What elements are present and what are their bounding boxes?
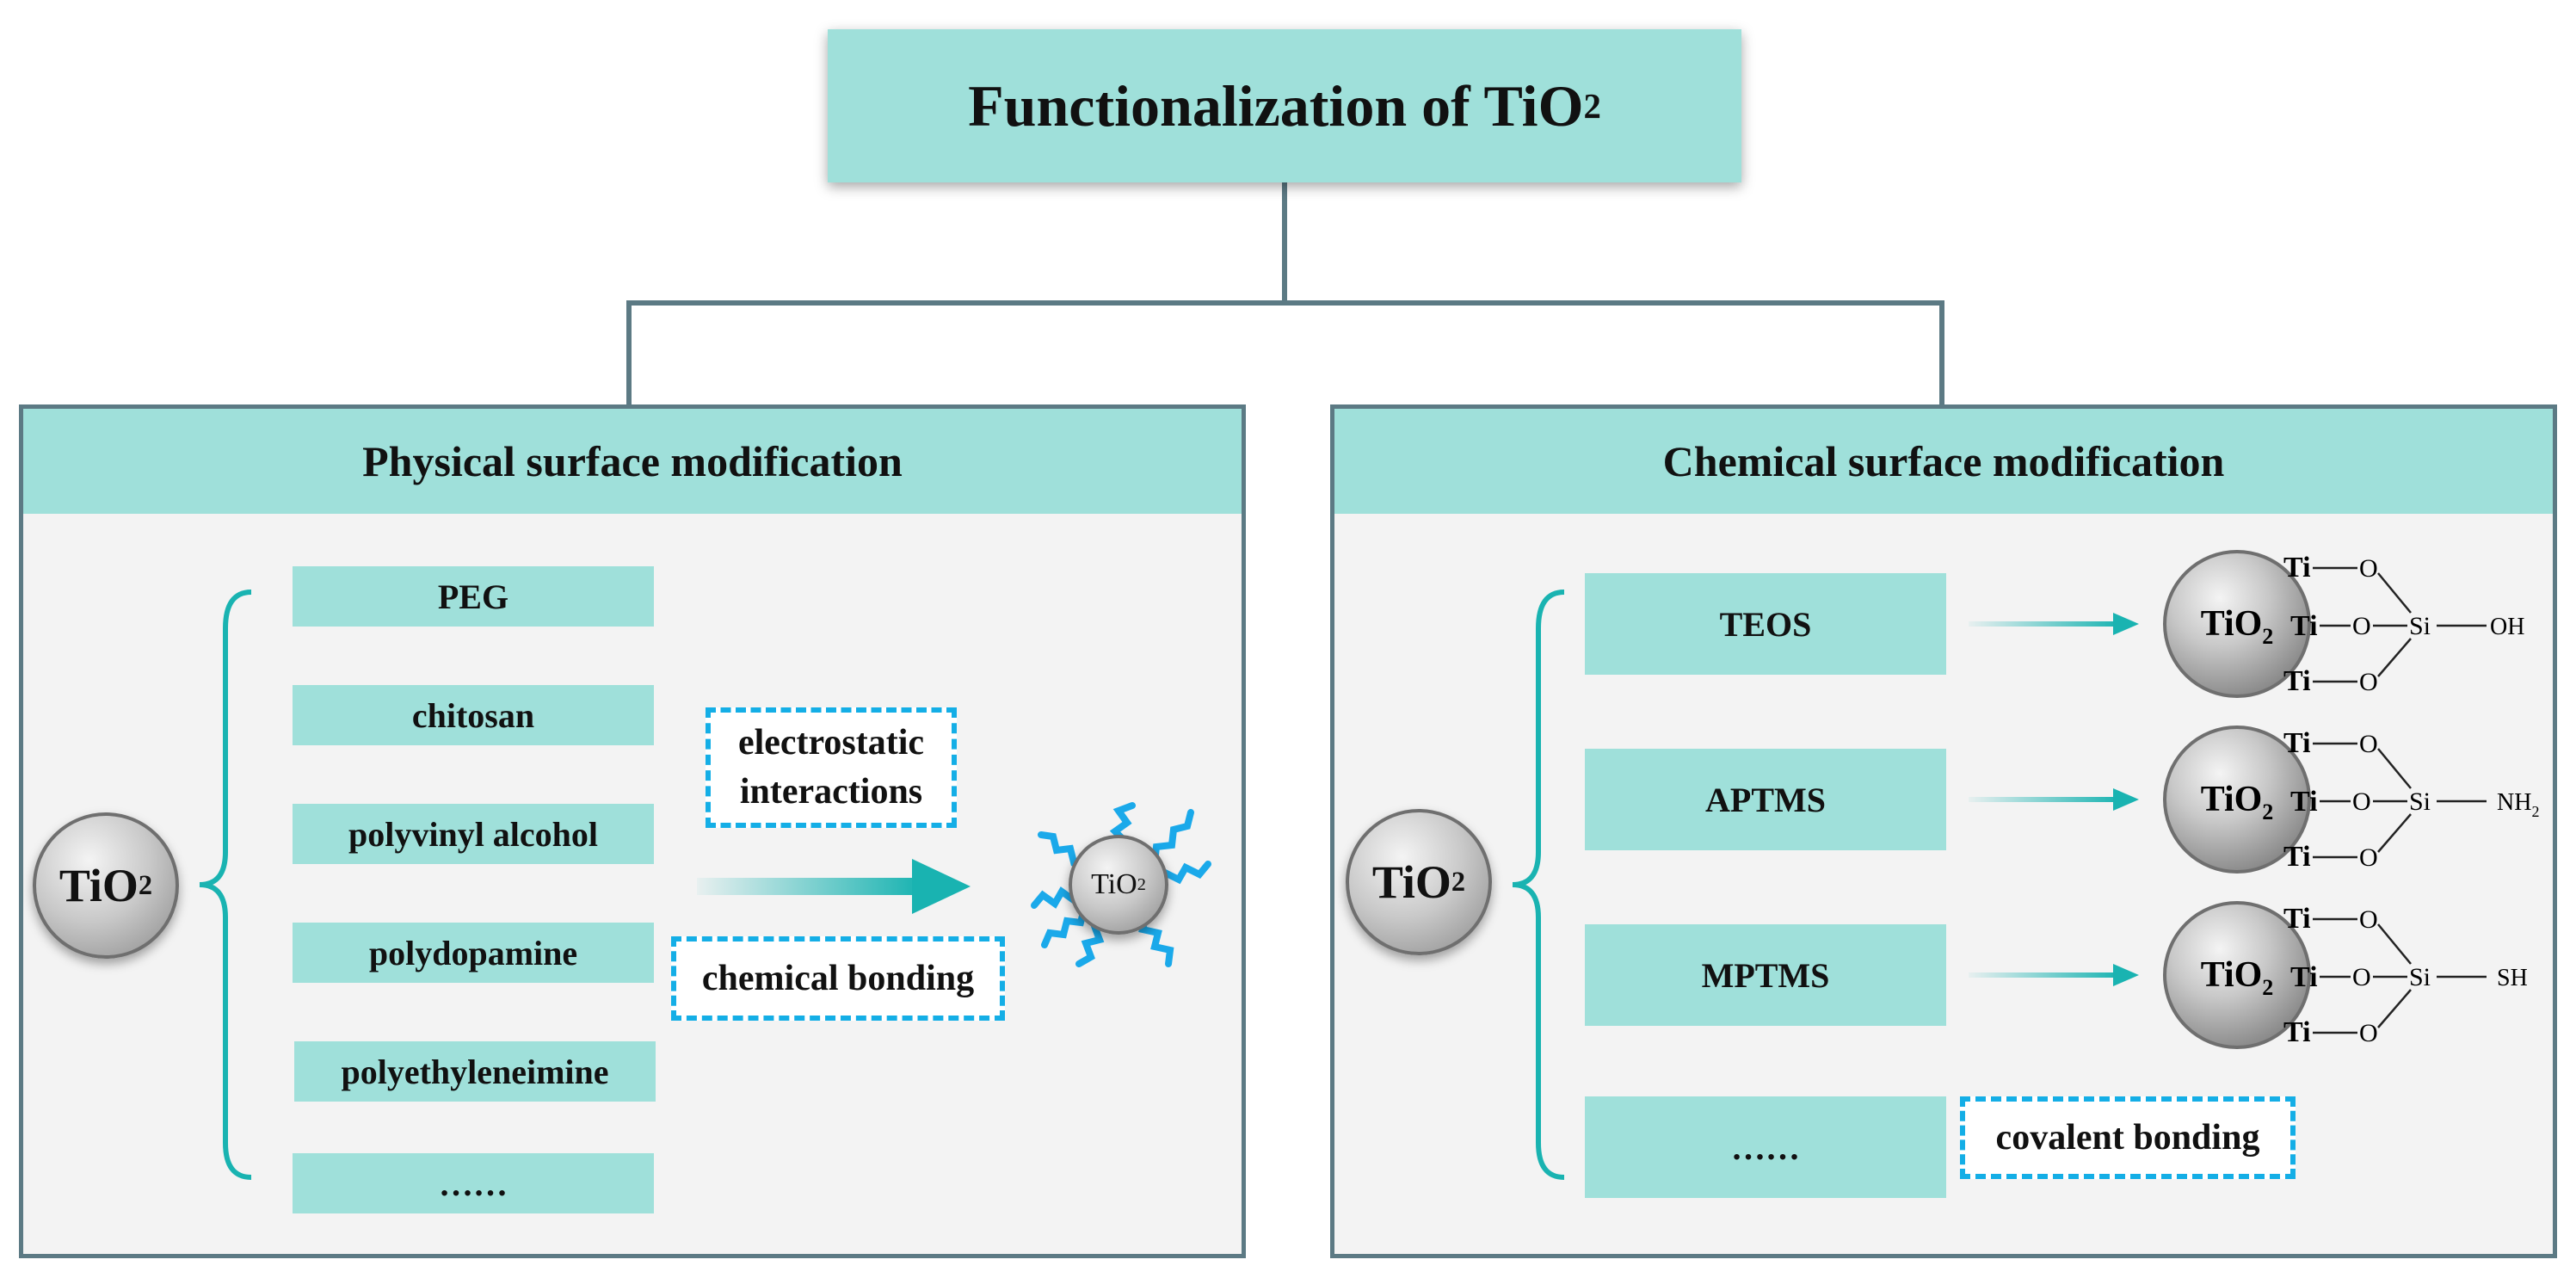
brace-chemical [1512,590,1565,1180]
chemical-bonding-label: chemical bonding [671,936,1005,1021]
covalent-bonding-label: covalent bonding [1960,1096,2296,1179]
svg-text:Ti: Ti [2283,727,2311,759]
svg-text:Ti: Ti [2283,665,2311,697]
physical-item-more: …… [293,1153,654,1213]
physical-item-polyethyleneimine: polyethyleneimine [294,1041,656,1102]
physical-item-pva: polyvinyl alcohol [293,804,654,864]
svg-text:Ti: Ti [2283,552,2311,583]
physical-arrow [697,859,971,914]
svg-text:O: O [2352,963,2371,991]
svg-text:O: O [2359,730,2378,758]
svg-text:Ti: Ti [2283,903,2311,935]
chemical-item-more: …… [1585,1096,1946,1198]
svg-text:OH: OH [2490,614,2524,640]
svg-text:SH: SH [2497,965,2528,991]
brace-physical [199,590,252,1180]
title-text: Functionalization of TiO [968,72,1584,139]
svg-text:TiO2: TiO2 [2201,604,2274,649]
svg-text:NH2: NH2 [2497,789,2539,820]
svg-text:O: O [2352,787,2371,816]
chemical-structures: TiO2 Ti Ti Ti O O O Si OH TiO2 Ti Ti Ti … [1969,550,2539,1049]
svg-text:O: O [2352,612,2371,640]
svg-text:O: O [2359,843,2378,872]
chemical-item-aptms: APTMS [1585,749,1946,850]
svg-text:O: O [2359,554,2378,583]
svg-text:Si: Si [2409,963,2431,991]
physical-item-chitosan: chitosan [293,685,654,745]
svg-text:TiO2: TiO2 [2201,780,2274,824]
chemical-header: Chemical surface modification [1334,409,2553,514]
chemical-item-mptms: MPTMS [1585,924,1946,1026]
svg-text:O: O [2359,1019,2378,1047]
physical-item-peg: PEG [293,566,654,627]
electrostatic-label: electrostatic interactions [706,707,957,828]
svg-text:Ti: Ti [2283,841,2311,873]
aptms-product: TiO2 Ti Ti Ti O O O Si NH2 [1969,725,2539,874]
svg-text:TiO2: TiO2 [2201,955,2274,1000]
physical-header: Physical surface modification [23,409,1242,514]
svg-text:Ti: Ti [2290,610,2318,642]
svg-text:Si: Si [2409,787,2431,816]
svg-text:Si: Si [2409,612,2431,640]
svg-text:Ti: Ti [2290,786,2318,818]
chemical-item-teos: TEOS [1585,573,1946,675]
mptms-product: TiO2 Ti Ti Ti O O O Si SH [1969,901,2528,1049]
physical-item-polydopamine: polydopamine [293,923,654,983]
svg-text:Ti: Ti [2290,961,2318,993]
title-subscript: 2 [1583,86,1601,126]
svg-text:O: O [2359,905,2378,934]
teos-product: TiO2 Ti Ti Ti O O O Si OH [1969,550,2524,698]
svg-text:O: O [2359,668,2378,696]
svg-text:Ti: Ti [2283,1016,2311,1048]
